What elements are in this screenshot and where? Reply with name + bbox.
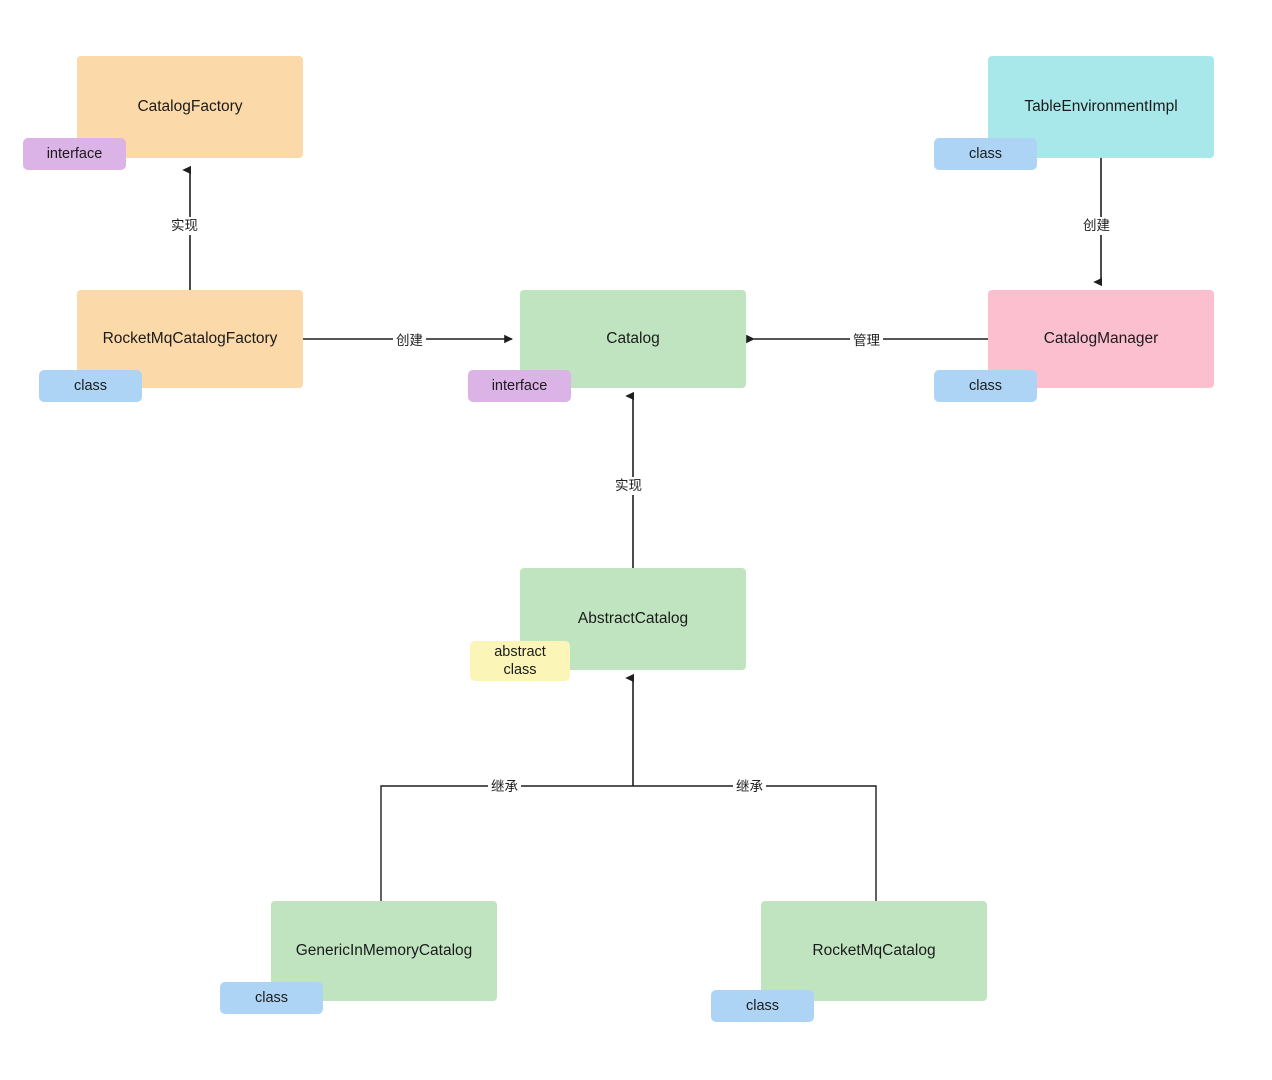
edge-label-create-catalog-manager: 创建 [1080, 217, 1113, 235]
node-label: TableEnvironmentImpl [1024, 97, 1178, 115]
stereotype-badge-interface: interface [468, 370, 571, 402]
stereotype-label: class [968, 377, 1003, 394]
edge-label-text: 创建 [1083, 218, 1110, 233]
stereotype-badge-class: class [39, 370, 142, 402]
node-rocketmq-catalog[interactable]: RocketMqCatalog [761, 901, 987, 1001]
stereotype-badge-class: class [934, 370, 1037, 402]
edge-extends-generic [380, 785, 633, 901]
stereotype-label: interface [46, 145, 103, 162]
edge-label-extends-generic: 继承 [488, 778, 521, 796]
edge-label-extends-rocketmq: 继承 [733, 778, 766, 796]
node-label: GenericInMemoryCatalog [295, 941, 473, 959]
edge-label-create-catalog: 创建 [393, 332, 426, 350]
stereotype-label: class [968, 145, 1003, 162]
stereotype-badge-interface: interface [23, 138, 126, 170]
node-label: Catalog [606, 329, 660, 347]
node-label: RocketMqCatalog [812, 941, 936, 959]
stereotype-badge-abstract-class: abstract class [470, 641, 570, 681]
edge-label-text: 继承 [491, 779, 518, 794]
edge-label-text: 继承 [736, 779, 763, 794]
edge-label-text: 实现 [171, 218, 198, 233]
stereotype-badge-class: class [711, 990, 814, 1022]
edge-label-text: 管理 [853, 333, 880, 348]
stereotype-badge-class: class [934, 138, 1037, 170]
node-label: CatalogManager [1043, 329, 1159, 347]
stereotype-label: interface [491, 377, 548, 394]
edge-label-impl-catalog-factory: 实现 [168, 217, 201, 235]
edge-label-manage-catalog: 管理 [850, 332, 883, 350]
stereotype-badge-class: class [220, 982, 323, 1014]
node-label: AbstractCatalog [577, 609, 689, 627]
stereotype-label: class [254, 989, 289, 1006]
stereotype-label: abstract class [494, 643, 546, 678]
node-label: RocketMqCatalogFactory [102, 329, 278, 347]
node-label: CatalogFactory [137, 97, 243, 115]
edge-extends-rocketmq [633, 785, 877, 901]
stereotype-label: class [73, 377, 108, 394]
edge-label-text: 实现 [615, 478, 642, 493]
stereotype-label: class [745, 997, 780, 1014]
edge-label-text: 创建 [396, 333, 423, 348]
edge-label-impl-catalog: 实现 [612, 477, 645, 495]
